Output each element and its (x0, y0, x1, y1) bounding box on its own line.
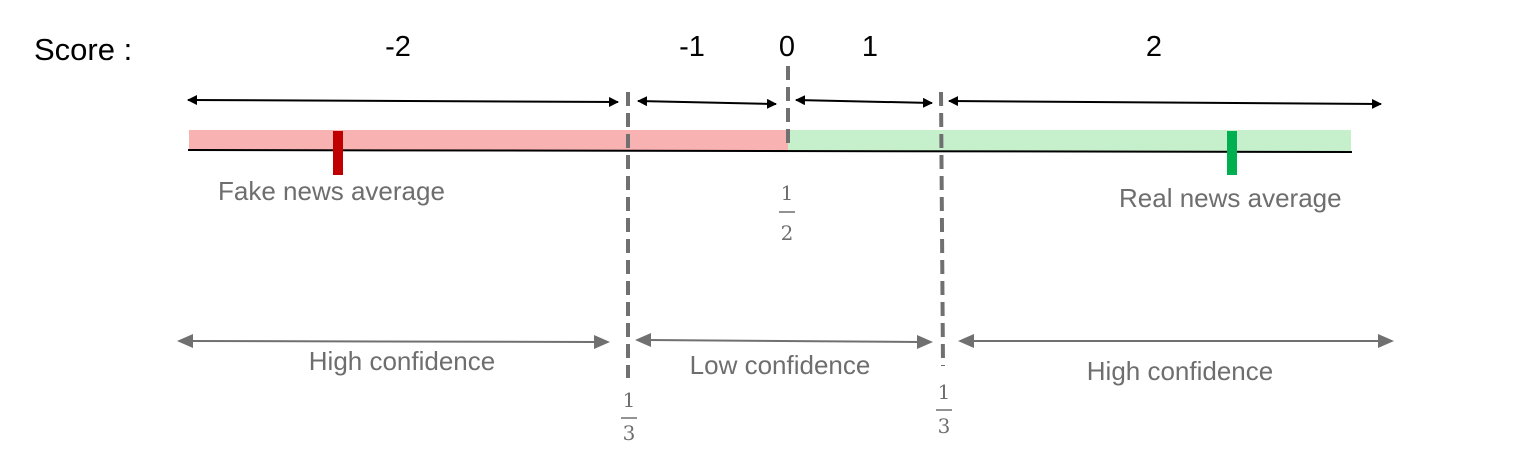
confidence-arrow-low-start (635, 333, 651, 347)
real-average-label: Real news average (1119, 183, 1342, 213)
confidence-label-low: Low confidence (690, 350, 871, 380)
fraction-third-left-denominator: 3 (623, 421, 636, 445)
real-zone-bar (788, 130, 1351, 152)
score-label: Score : (34, 32, 132, 67)
fraction-half: 1 2 (779, 181, 795, 245)
confidence-arrow-high-left-start (177, 334, 193, 348)
score-plus-1: 1 (862, 31, 878, 63)
confidence-arrow-high-left-end (594, 335, 610, 349)
range-arrow-plus-1 (795, 95, 933, 108)
fake-average-marker (333, 131, 343, 175)
confidence-label-high-left: High confidence (309, 346, 495, 376)
score-zero: 0 (779, 31, 795, 63)
fraction-half-numerator: 1 (781, 181, 794, 205)
fraction-third-right: 1 3 (936, 380, 952, 438)
range-arrow-minus-1 (637, 96, 777, 109)
fraction-half-denominator: 2 (781, 221, 794, 245)
threshold-lines (626, 66, 945, 378)
range-arrow-minus-2 (187, 95, 619, 107)
fraction-third-right-numerator: 1 (938, 380, 951, 404)
real-average-marker (1227, 131, 1237, 175)
score-plus-2: 2 (1146, 31, 1162, 63)
confidence-arrow-low-end (917, 335, 933, 349)
fraction-third-left-numerator: 1 (623, 388, 636, 412)
confidence-arrow-high-left (189, 340, 598, 343)
fraction-third-right-denominator: 3 (938, 414, 951, 438)
score-minus-1: -1 (679, 31, 705, 63)
confidence-arrow-high-right-end (1378, 334, 1394, 348)
confidence-range-arrows (177, 333, 1394, 349)
score-range-arrows (187, 95, 1382, 109)
range-arrow-plus-2 (948, 96, 1382, 109)
confidence-label-high-right: High confidence (1087, 356, 1273, 386)
fake-zone-bar (189, 130, 788, 151)
fake-average-label: Fake news average (218, 176, 445, 206)
confidence-arrow-high-right-start (958, 334, 974, 348)
threshold-line-right (939, 91, 945, 367)
scale-baseline (187, 149, 1353, 153)
score-minus-2: -2 (385, 31, 411, 63)
confidence-arrow-low (647, 339, 921, 343)
fraction-third-left: 1 3 (621, 388, 637, 445)
